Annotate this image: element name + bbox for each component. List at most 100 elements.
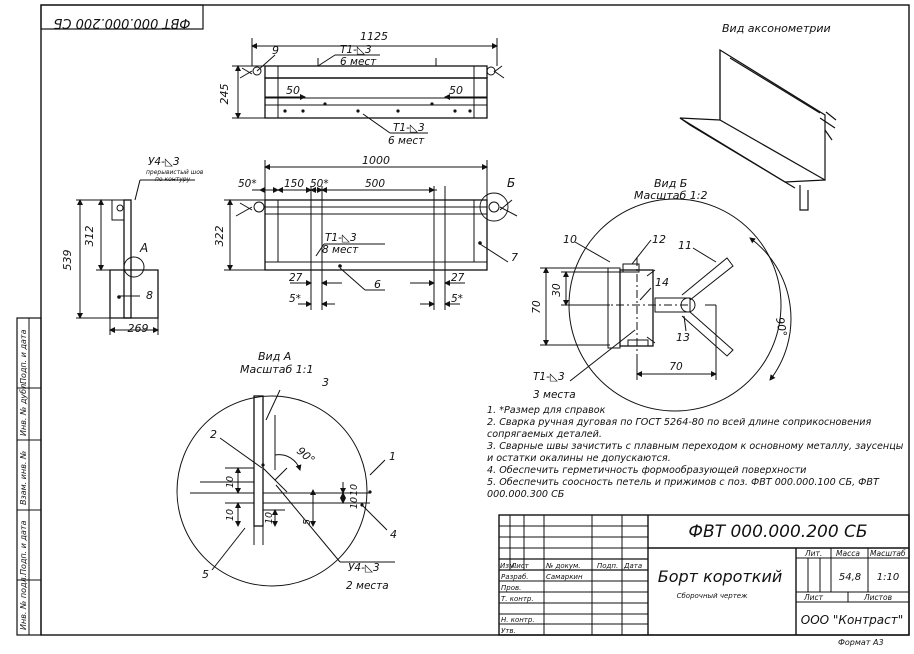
th-lit: Лит. [804,549,822,558]
front-view-dots [338,241,482,268]
top-dim-50-left: 50 [286,84,300,97]
front-weld: T1-◺3 [325,232,357,244]
detail-a-angle: 90° [294,444,317,466]
top-weld-1: T1-◺3 [340,44,372,56]
razrab-name: Самаркин [546,573,583,581]
mass-value: 54,8 [839,572,861,583]
side-dim-312: 312 [83,226,96,247]
side-weld: У4-◺3 [148,156,180,168]
detail-b-pos-13: 13 [676,331,690,344]
mirrored-code-text: ФВТ 000.000.200 СБ [53,15,190,30]
detail-a-pos-2: 2 [210,428,217,441]
row-prov: Пров. [501,584,521,592]
top-dim-245: 245 [218,84,231,105]
side-stamp-label-4: Инв. № дубл. [19,381,28,436]
view-b-title: Вид Б [654,177,687,190]
detail-b-weld-count: 3 места [533,389,576,401]
note-4: 4. Обеспечить герметичность формообразую… [487,465,807,476]
scale-value: 1:10 [877,572,899,583]
axonometry-title: Вид аксонометрии [722,22,831,35]
side-stamp-label-1: Инв. № подл. [19,574,28,630]
top-view-weld-dots [283,102,472,113]
marker-b: Б [507,176,515,190]
mirrored-code-box [40,4,204,30]
note-5: 5. Обеспечить соосность петель и прижимо… [487,477,879,500]
front-dim-50b: 50* [310,178,329,190]
th-mass: Масса [836,549,860,558]
front-dim-27a: 27 [289,272,303,284]
front-pos-7: 7 [511,251,518,264]
title-block [498,514,910,636]
front-dim-150: 150 [284,178,304,190]
side-view [76,179,195,335]
th-date: Дата [623,562,642,570]
note-3: 3. Сварные швы зачистить с плавным перех… [487,441,904,464]
side-weld-note-1: прерывистый шов [146,169,204,176]
detail-a-dim-10e: 10 [349,497,360,509]
detail-b-dim-70v: 70 [531,300,543,314]
detail-b-dim-70h: 70 [669,361,683,373]
front-dim-1000: 1000 [362,154,390,167]
detail-a-weld-count: 2 места [346,580,389,592]
detail-a-pos-3: 3 [322,376,329,389]
row-utv: Утв. [501,627,516,635]
marker-a: А [139,241,148,255]
technical-notes: 1. *Размер для справок 2. Сварка ручная … [487,405,907,501]
title-doc-type: Сборочный чертеж [677,592,748,600]
detail-a-dim-5: 5 [302,519,313,525]
th-doc: № докум. [545,562,581,570]
th-sign: Подп. [597,562,618,570]
detail-a-dots [261,463,372,507]
front-pos-6: 6 [374,278,381,291]
detail-a-dim-10d: 10 [349,484,360,496]
side-dim-269: 269 [128,322,149,335]
detail-b-pos-10: 10 [563,233,577,246]
detail-a-pos-1: 1 [389,450,396,463]
top-dim-50-right: 50 [449,84,463,97]
note-2: 2. Сварка ручная дуговая по ГОСТ 5264-80… [487,417,872,440]
front-dim-5b: 5* [451,293,463,305]
detail-a-dim-10b: 10 [225,509,236,521]
detail-b-pos-14: 14 [655,276,669,289]
top-weld-2-count: 6 мест [388,135,425,147]
front-dim-500: 500 [365,178,385,190]
detail-a-pos-4: 4 [390,528,397,541]
detail-b-weld: T1-◺3 [533,371,565,383]
detail-a-weld: У4-◺3 [348,562,380,574]
th-sheets: Листов [863,593,892,602]
side-stamp-label-2: Подп. и дата [19,520,28,576]
front-dim-322: 322 [213,226,226,247]
front-dim-50a: 50* [238,178,257,190]
detail-b [540,198,792,412]
detail-a-dim-10c: 10 [264,512,275,524]
detail-a-pos-5: 5 [202,568,209,581]
title-name: Борт короткий [658,567,783,586]
view-a-scale: Масштаб 1:1 [240,363,313,376]
company-name: ООО "Контраст" [801,613,903,627]
note-1: 1. *Размер для справок [487,405,606,416]
row-razrab: Разраб. [501,573,529,581]
side-stamp-label-5: Подп. и дата [19,329,28,385]
detail-a-dim-10a: 10 [225,476,236,488]
top-weld-2: T1-◺3 [393,122,425,134]
th-izm: Изм. [500,562,516,570]
th-scale: Масштаб [870,549,906,558]
top-dim-1125: 1125 [360,30,388,43]
side-weld-note-2: по контуру [155,176,191,183]
title-designation: ФВТ 000.000.200 СБ [688,522,867,542]
side-stamp [16,317,42,636]
side-dim-539: 539 [61,250,74,271]
side-pos-8: 8 [146,289,153,302]
top-weld-1-count: 6 мест [340,56,377,68]
view-b-scale: Масштаб 1:2 [634,189,707,202]
top-pos-9: 9 [272,44,279,57]
front-dim-5a: 5* [289,293,301,305]
format-label: Формат А3 [838,638,884,647]
front-dim-27b: 27 [451,272,465,284]
th-sheet: Лист [803,593,824,602]
th-list: Лист [510,562,530,570]
detail-b-dim-30: 30 [551,283,563,297]
detail-b-angle: 90° [773,316,789,337]
